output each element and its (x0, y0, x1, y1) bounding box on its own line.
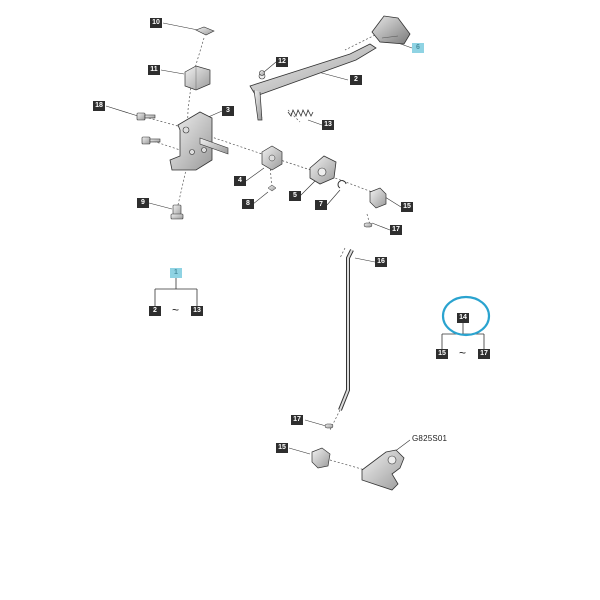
part-4-pivot (261, 145, 283, 171)
callout-14-to: 17 (478, 349, 490, 359)
callout-2: 2 (350, 75, 362, 85)
part-5-yoke (309, 155, 337, 185)
callout-6-highlight: 6 (412, 43, 424, 53)
part-12-pin (259, 70, 265, 76)
part-17-pin-lower (324, 423, 334, 429)
group-14-range-tilde: ~ (459, 346, 467, 360)
pedal-lever (361, 449, 405, 491)
callout-1-group: 1 (170, 268, 182, 278)
part-7-clip (337, 180, 347, 189)
group-bracket-1 (154, 278, 198, 306)
callout-12: 12 (276, 57, 288, 67)
part-15-connector-upper (369, 187, 387, 209)
part-15-connector-lower (311, 447, 331, 469)
callout-11: 11 (148, 65, 160, 75)
callout-4: 4 (234, 176, 246, 186)
callout-5: 5 (289, 191, 301, 201)
part-18-bolts (136, 112, 161, 145)
callout-13: 13 (322, 120, 334, 130)
part-8-clip (267, 184, 277, 192)
callout-10: 10 (150, 18, 162, 28)
assembly-lines (144, 34, 381, 471)
part-6-grip (371, 15, 411, 45)
part-3-bracket (169, 111, 229, 171)
callout-7: 7 (315, 200, 327, 210)
group-1-range-tilde: ~ (172, 303, 180, 317)
callout-14-from: 15 (436, 349, 448, 359)
callout-14-group: 14 (457, 313, 469, 323)
callout-17-upper: 17 (390, 225, 402, 235)
callout-1-to: 13 (191, 306, 203, 316)
part-10-plate (195, 26, 215, 36)
callout-8: 8 (242, 199, 254, 209)
highlight-ring (441, 295, 491, 337)
part-2-lever (249, 43, 377, 121)
part-13-spring (287, 108, 314, 118)
leader-lines (105, 22, 413, 455)
part-11-block (184, 65, 211, 91)
part-9-bolt (170, 204, 184, 220)
callout-9: 9 (137, 198, 149, 208)
callout-1-from: 2 (149, 306, 161, 316)
callout-16: 16 (375, 257, 387, 267)
part-17-pin-upper (363, 222, 373, 228)
callout-15-lower: 15 (276, 443, 288, 453)
callout-3: 3 (222, 106, 234, 116)
part-16-rod (338, 249, 354, 411)
drawing-code: G825S01 (412, 434, 448, 443)
callout-17-lower: 17 (291, 415, 303, 425)
callout-15-upper: 15 (401, 202, 413, 212)
callout-18: 18 (93, 101, 105, 111)
